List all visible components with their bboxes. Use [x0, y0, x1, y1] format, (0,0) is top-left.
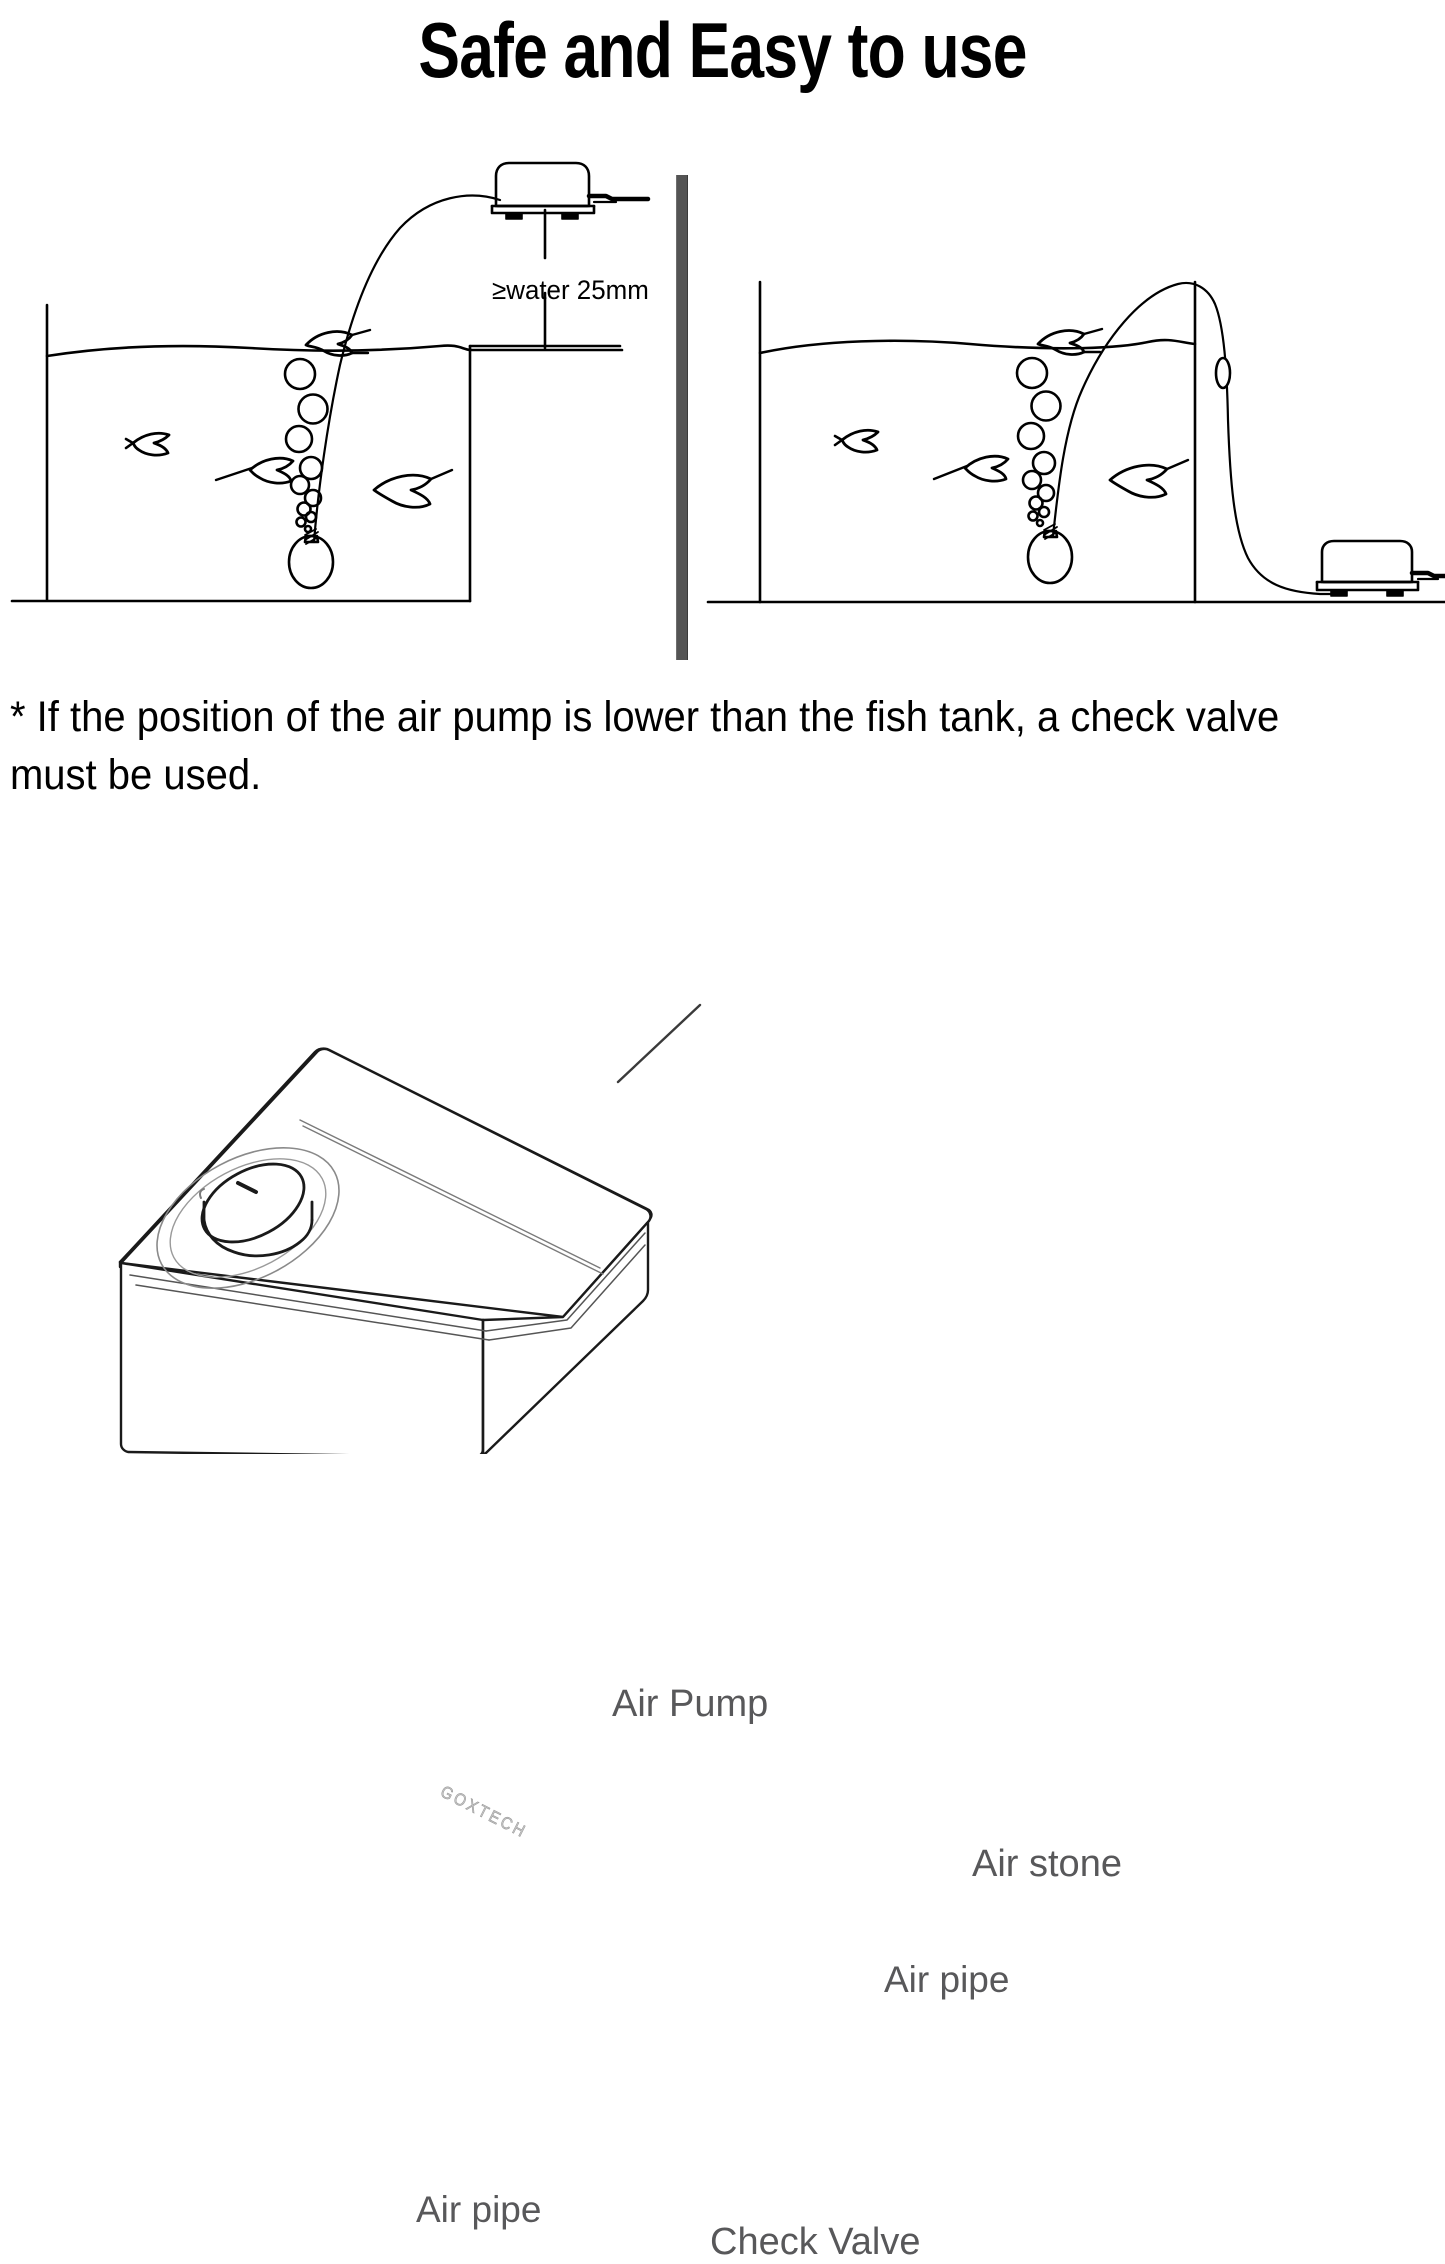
page-title: Safe and Easy to use [418, 6, 1027, 94]
brand-logo: GOXTECH [437, 1782, 531, 1842]
label-air-stone: Air stone [972, 1843, 1122, 1885]
label-check-valve: Check Valve [710, 2221, 921, 2263]
product-parts-svg [0, 820, 1445, 1454]
water-depth-label: ≥water 25mm [492, 275, 649, 305]
label-air-pump: Air Pump [612, 1683, 769, 1725]
product-parts-diagram: GOXTECH Air Pump Air stone Air pipe Air … [0, 820, 1445, 2263]
installation-diagrams: ≥water 25mm [0, 150, 1445, 670]
leader-air-pump [616, 1003, 702, 1084]
pump-below-tank-diagram [700, 240, 1445, 660]
label-air-pipe-upper: Air pipe [884, 1959, 1010, 2000]
label-air-pipe-lower: Air pipe [416, 2189, 542, 2230]
infographic-page: Safe and Easy to use [0, 6, 1445, 2263]
pump-above-tank-diagram [0, 150, 680, 650]
diagram-divider [676, 175, 688, 660]
check-valve-note: * If the position of the air pump is low… [10, 693, 1280, 799]
